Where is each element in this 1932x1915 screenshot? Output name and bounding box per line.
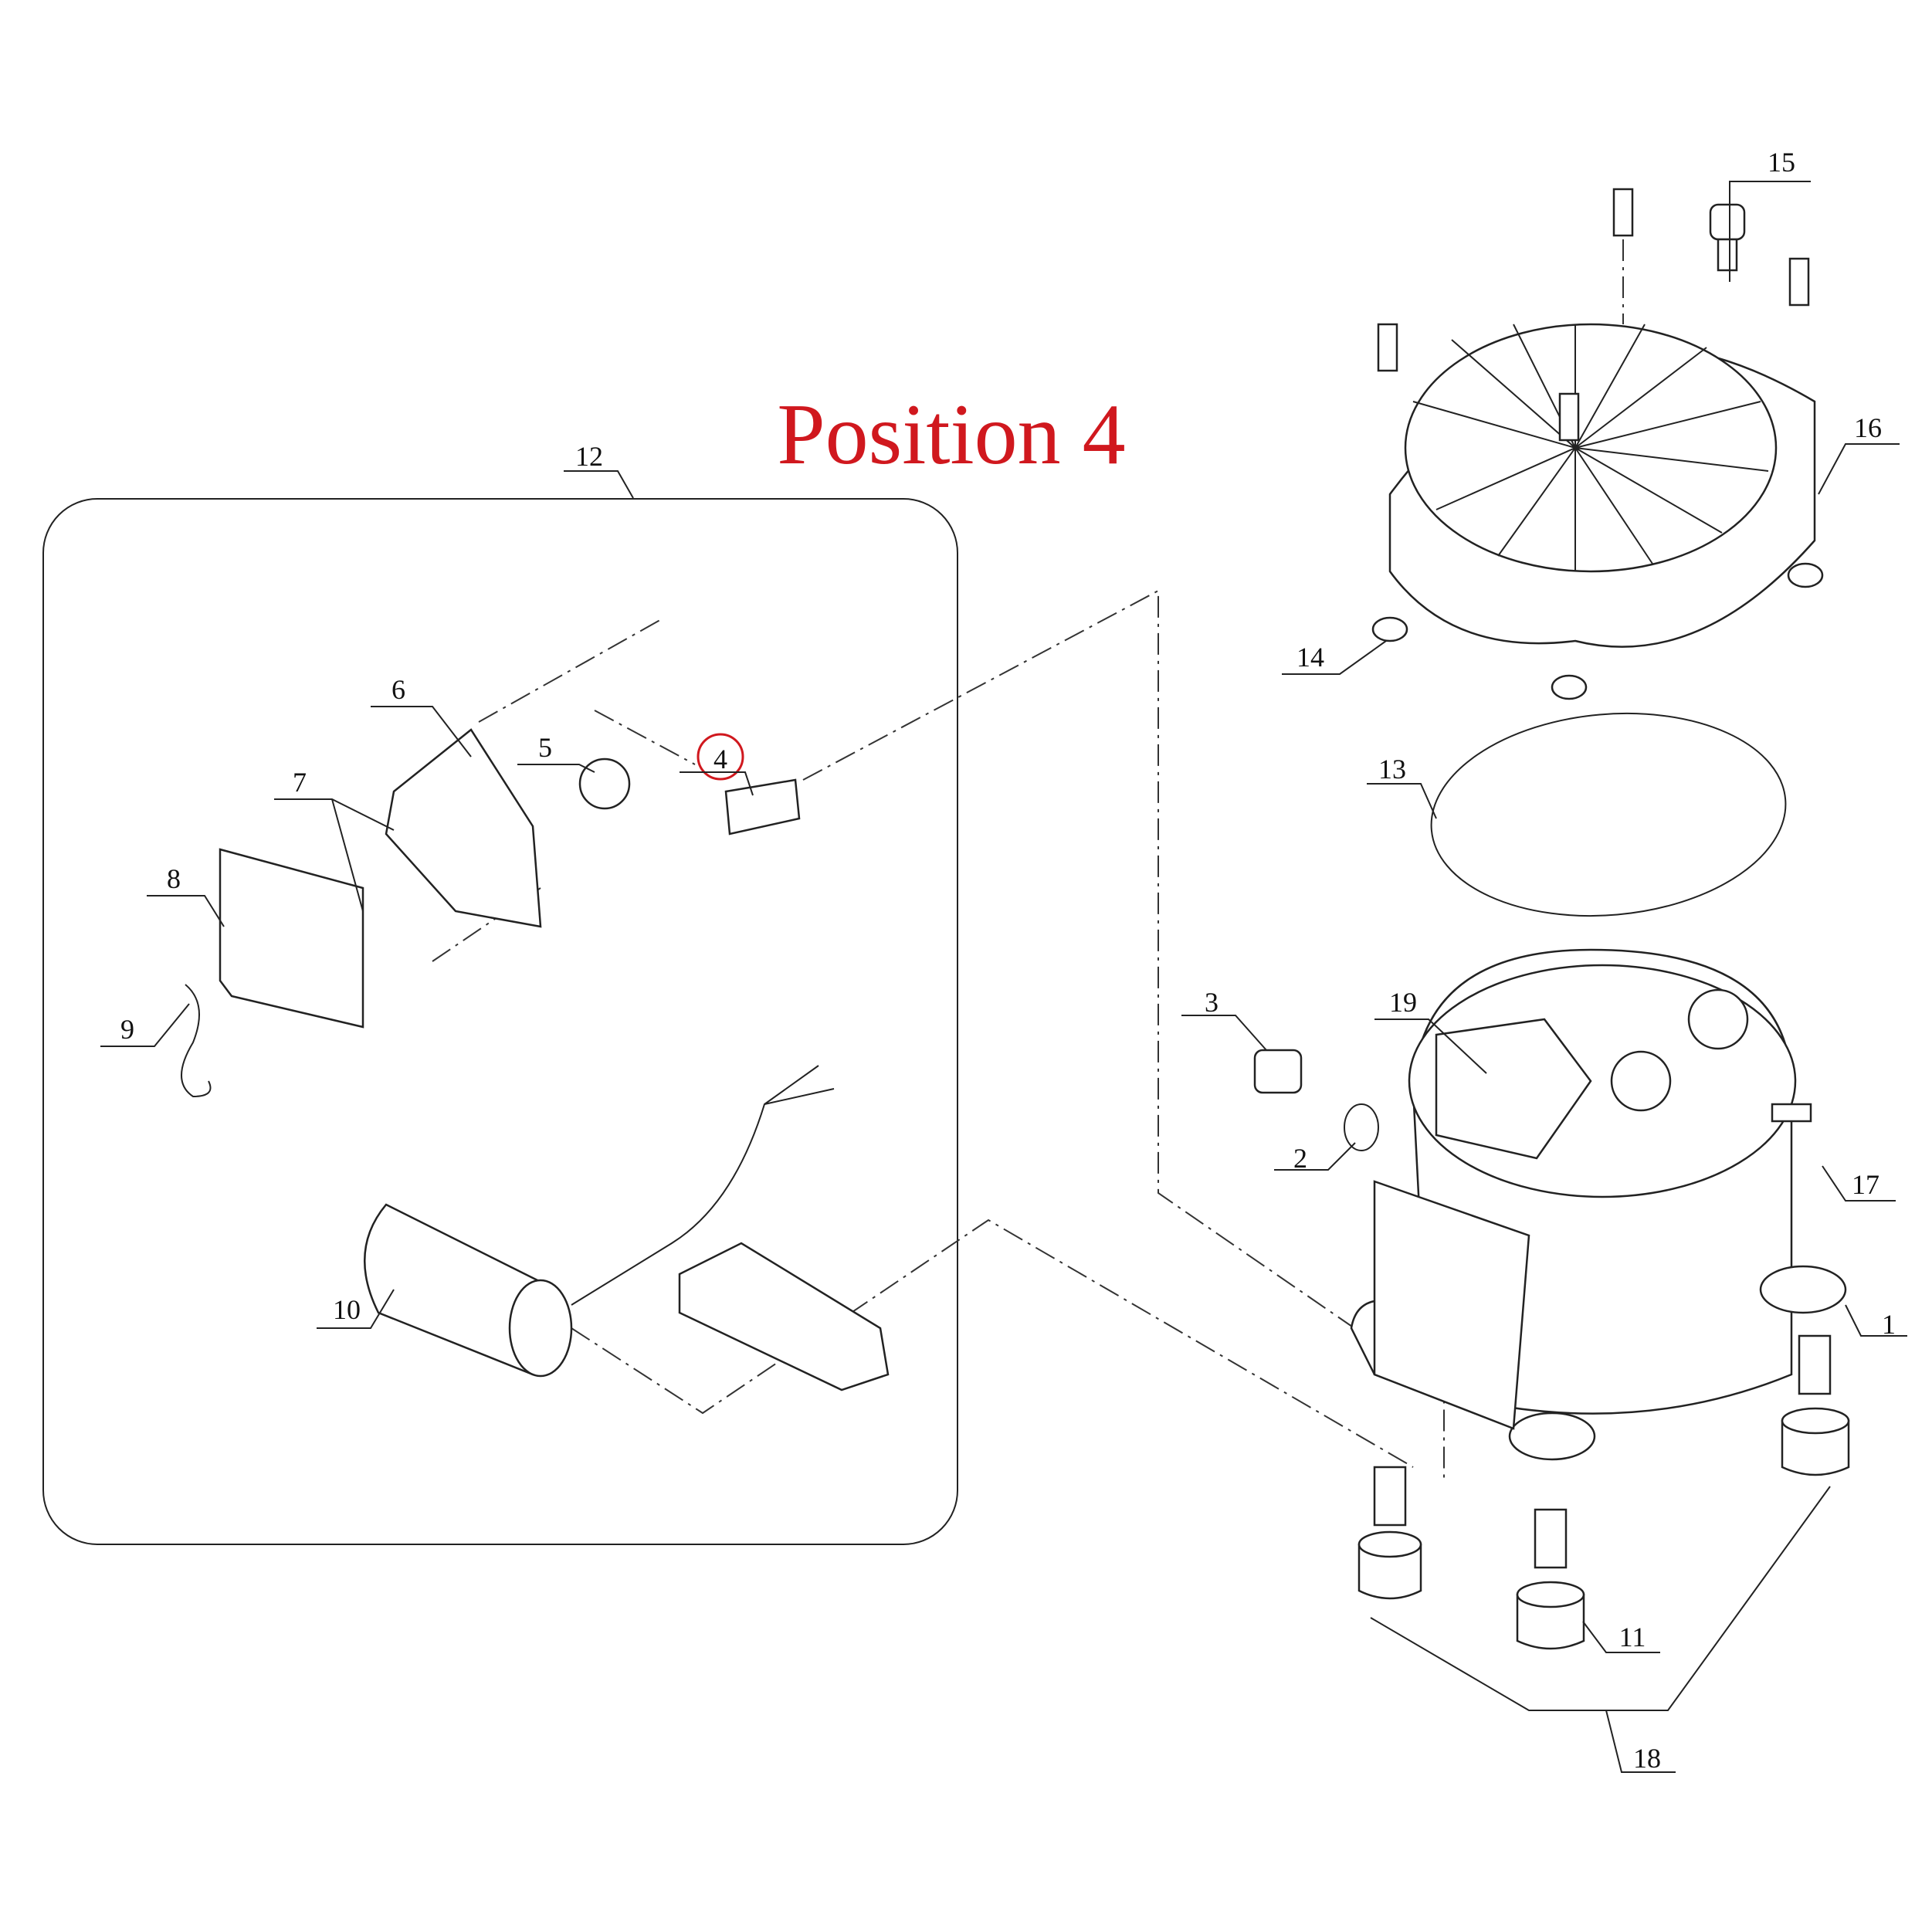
svg-text:4: 4 <box>713 744 727 774</box>
callout-11: 11 <box>1582 1621 1660 1653</box>
callout-6: 6 <box>371 674 472 758</box>
ptc-relay <box>724 778 801 835</box>
callout-8: 8 <box>147 863 225 927</box>
svg-text:6: 6 <box>391 674 405 705</box>
fitting <box>1253 1049 1303 1094</box>
svg-text:10: 10 <box>333 1294 361 1325</box>
assembly-line <box>571 1218 1414 1468</box>
callout-18: 18 <box>1370 1486 1831 1774</box>
callout-16: 16 <box>1818 412 1900 495</box>
nuts <box>1371 562 1824 700</box>
sealing-washer <box>1344 1103 1379 1151</box>
callout-19: 19 <box>1374 987 1487 1074</box>
callout-9: 9 <box>100 1003 190 1047</box>
svg-text:8: 8 <box>167 863 181 894</box>
svg-text:12: 12 <box>575 441 603 472</box>
callout-2: 2 <box>1274 1142 1356 1174</box>
capacitor-wires <box>571 1065 835 1306</box>
callout-1: 1 <box>1845 1304 1907 1340</box>
svg-text:9: 9 <box>120 1014 134 1045</box>
svg-text:16: 16 <box>1854 412 1882 443</box>
cover-clip <box>219 848 364 1029</box>
callout-10: 10 <box>317 1289 395 1329</box>
svg-text:1: 1 <box>1882 1309 1896 1340</box>
callout-17: 17 <box>1822 1165 1896 1202</box>
svg-text:7: 7 <box>293 767 307 798</box>
relay-cover <box>385 728 542 928</box>
callout-14: 14 <box>1282 640 1387 675</box>
rubber-feet <box>1357 1334 1850 1650</box>
finned-cover <box>1388 323 1816 648</box>
cap-screws <box>1377 188 1810 442</box>
clip-spring <box>181 984 212 1098</box>
overload-protector <box>578 758 631 810</box>
callout-5: 5 <box>517 732 595 773</box>
callout-12: 12 <box>564 441 634 499</box>
svg-text:13: 13 <box>1378 754 1406 785</box>
callout-4: 4 <box>680 744 754 796</box>
svg-text:15: 15 <box>1768 147 1795 178</box>
o-ring-gasket <box>1430 712 1787 917</box>
svg-text:19: 19 <box>1389 987 1417 1018</box>
svg-text:17: 17 <box>1852 1169 1879 1200</box>
capacitor-end <box>508 1279 573 1378</box>
position-title: Position 4 <box>777 387 1125 483</box>
assembly-line <box>432 617 696 962</box>
callout-15: 15 <box>1729 147 1811 282</box>
capacitor-bracket <box>678 1242 890 1391</box>
svg-text:11: 11 <box>1619 1622 1646 1652</box>
electrical-kit-group-box <box>42 498 958 1545</box>
svg-text:18: 18 <box>1633 1743 1661 1774</box>
assembly-line <box>802 589 1445 1483</box>
callout-7: 7 <box>274 767 395 912</box>
callout-13: 13 <box>1367 754 1437 819</box>
callout-3: 3 <box>1181 987 1267 1051</box>
svg-text:14: 14 <box>1296 642 1324 673</box>
svg-text:2: 2 <box>1293 1143 1307 1174</box>
mounting-bracket <box>1373 1180 1530 1430</box>
callout-4-highlight <box>697 733 744 781</box>
svg-text:3: 3 <box>1205 987 1219 1018</box>
svg-text:5: 5 <box>538 732 552 763</box>
